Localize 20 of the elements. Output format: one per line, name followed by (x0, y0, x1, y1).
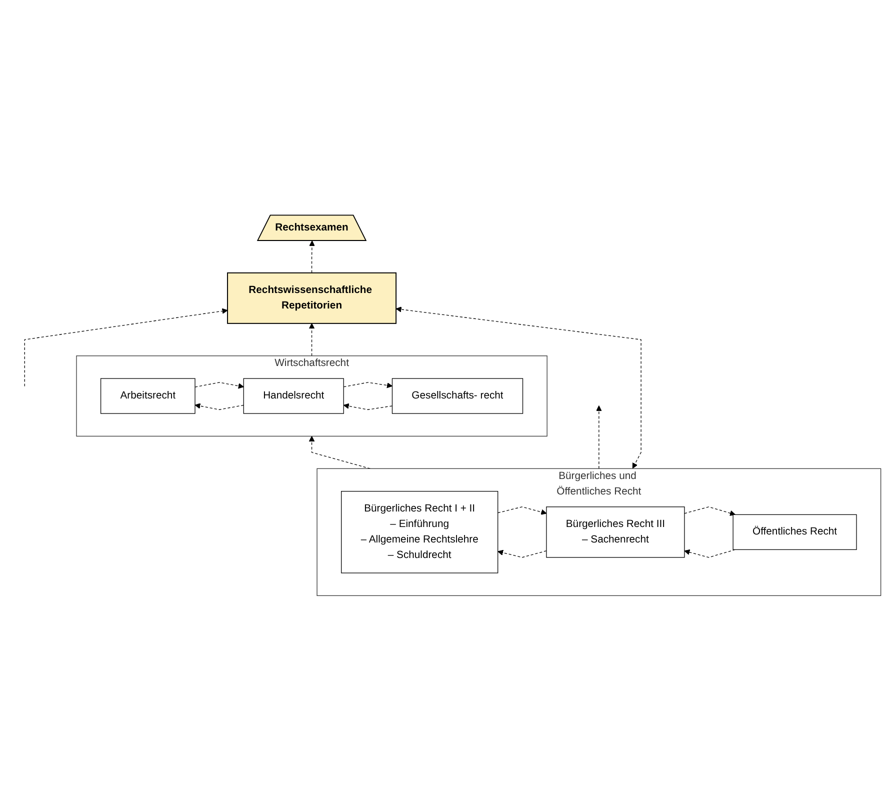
arrow (194, 382, 244, 388)
node-box: Rechtswissenschaftliche Repetitorien (227, 272, 397, 324)
arrow (596, 405, 602, 468)
arrow (498, 506, 547, 514)
arrow (396, 306, 642, 468)
arrow (498, 549, 547, 558)
node-box: Arbeitsrecht (100, 378, 196, 414)
node-box: Handelsrecht (243, 378, 344, 414)
node-box: Gesellschafts- recht (392, 378, 524, 414)
arrow (309, 240, 315, 273)
arrow (24, 308, 228, 386)
node-box: Bürgerliches Recht III – Sachenrecht (546, 506, 685, 558)
arrow (684, 506, 736, 516)
arrow (308, 322, 315, 356)
node-box: Bürgerliches Recht I + II – Einführung – Allgemeine Rechtslehre – Schuldrecht (341, 490, 498, 573)
arrow (343, 382, 392, 388)
arrow (343, 402, 393, 410)
arrow (194, 402, 244, 410)
node-box: Öffentliches Recht (732, 514, 857, 550)
arrow (684, 548, 736, 558)
